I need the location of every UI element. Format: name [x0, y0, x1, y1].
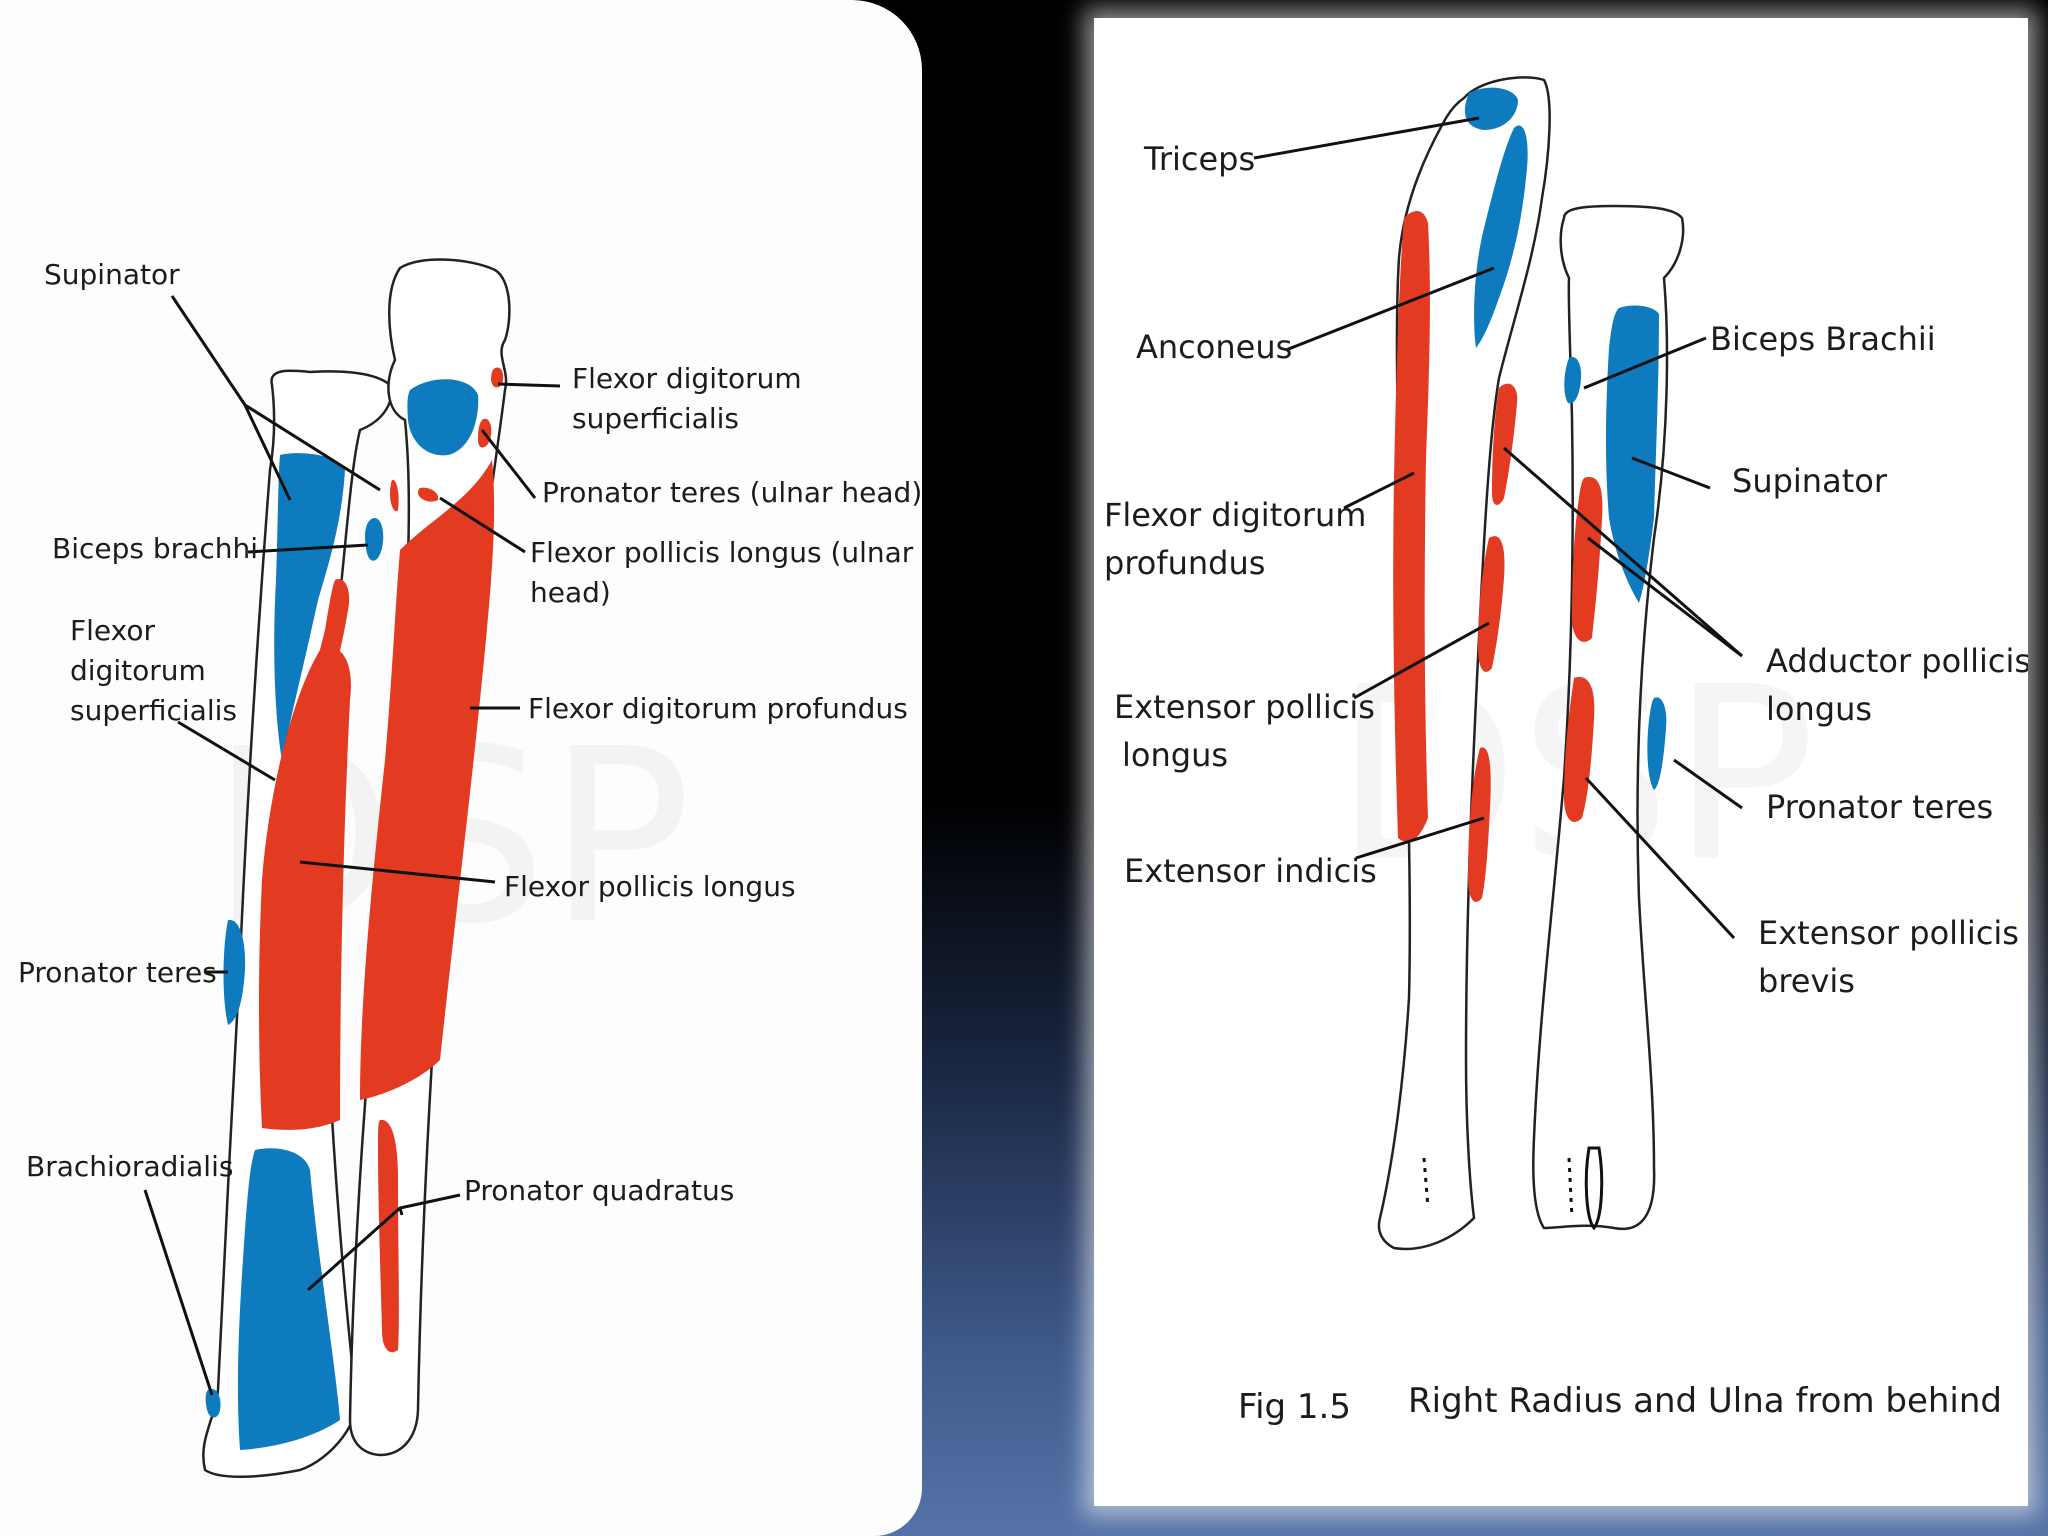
pronator-quadratus-area [378, 1119, 399, 1353]
supinator-area [274, 453, 345, 760]
fpl-ulnar-area [418, 487, 439, 502]
label-fdp-1: Flexor digitorum [1104, 496, 1366, 534]
caption-title: Right Radius and Ulna from behind [1408, 1381, 2002, 1421]
label-flexor-digitorum-superficialis-top-1: Flexor digitorum [572, 362, 802, 395]
extensor-indicis-area [1468, 747, 1491, 902]
label-supinator: Supinator [1732, 462, 1888, 500]
label-biceps-brachii: Biceps Brachii [1710, 320, 1936, 358]
label-flexor-pollicis-longus: Flexor pollicis longus [504, 870, 796, 903]
pronator-teres-area [223, 919, 246, 1025]
apl-area [1492, 383, 1518, 505]
fdp-area [1393, 211, 1430, 842]
label-fpl-ulnar-head-1: Flexor pollicis longus (ulnar [530, 536, 914, 569]
fdp-area [360, 460, 495, 1100]
label-apl-2: longus [1766, 690, 1872, 728]
biceps-area [1564, 357, 1582, 404]
anconeus-area [1474, 125, 1528, 348]
leader-lines [1253, 116, 1743, 940]
label-fds-left-1: Flexor [70, 614, 155, 647]
distal-radius-detail [1567, 1157, 1574, 1219]
label-pronator-teres: Pronator teres [18, 956, 217, 989]
label-fds-left-3: superficialis [70, 694, 237, 727]
label-anconeus: Anconeus [1136, 328, 1292, 366]
ulna-trochlea-area [407, 379, 479, 456]
label-flexor-digitorum-superficialis-top-2: superficialis [572, 402, 739, 435]
label-extensor-indicis: Extensor indicis [1124, 852, 1377, 890]
label-pronator-quadratus: Pronator quadratus [464, 1174, 734, 1207]
label-epb-1: Extensor pollicis [1758, 914, 2019, 952]
label-fpl-ulnar-head-2: head) [530, 576, 611, 609]
small-red-area [390, 479, 399, 512]
label-flexor-digitorum-profundus: Flexor digitorum profundus [528, 692, 908, 725]
leader-lines [143, 295, 561, 1396]
label-biceps-brachhi: Biceps brachhi [52, 532, 258, 565]
supinator-area [1605, 305, 1659, 603]
biceps-area [365, 518, 384, 561]
fds-ulnar-area [491, 367, 504, 388]
posterior-radius-ulna-diagram: DSP [1104, 76, 2028, 1427]
styloid-area [205, 1389, 221, 1418]
epl-area [1478, 536, 1505, 672]
left-figure-panel: DSP [0, 0, 922, 1536]
label-triceps: Triceps [1143, 140, 1255, 178]
pronator-teres-area [1647, 697, 1667, 790]
brachioradialis-area [237, 1148, 340, 1450]
label-fds-left-2: digitorum [70, 654, 206, 687]
label-pronator-teres-ulnar-head: Pronator teres (ulnar head) [542, 476, 922, 509]
fpl-area [259, 647, 351, 1130]
label-brachioradialis: Brachioradialis [26, 1150, 233, 1183]
label-apl-1: Adductor pollicis [1766, 642, 2028, 680]
distal-radius-notch [1584, 1146, 1604, 1231]
label-epl-1: Extensor pollicis [1114, 688, 1375, 726]
anterior-radius-ulna-diagram: DSP [18, 258, 922, 1478]
label-fdp-2: profundus [1104, 544, 1265, 582]
distal-ulna-detail [1422, 1157, 1430, 1209]
apl-radius-area [1572, 477, 1603, 642]
epb-area [1564, 677, 1595, 822]
label-pronator-teres: Pronator teres [1766, 788, 1993, 826]
label-epb-2: brevis [1758, 962, 1855, 1000]
label-epl-2: longus [1122, 736, 1228, 774]
caption-fig-number: Fig 1.5 [1238, 1387, 1351, 1427]
right-figure-panel: DSP [1094, 18, 2028, 1506]
label-supinator: Supinator [44, 258, 180, 291]
